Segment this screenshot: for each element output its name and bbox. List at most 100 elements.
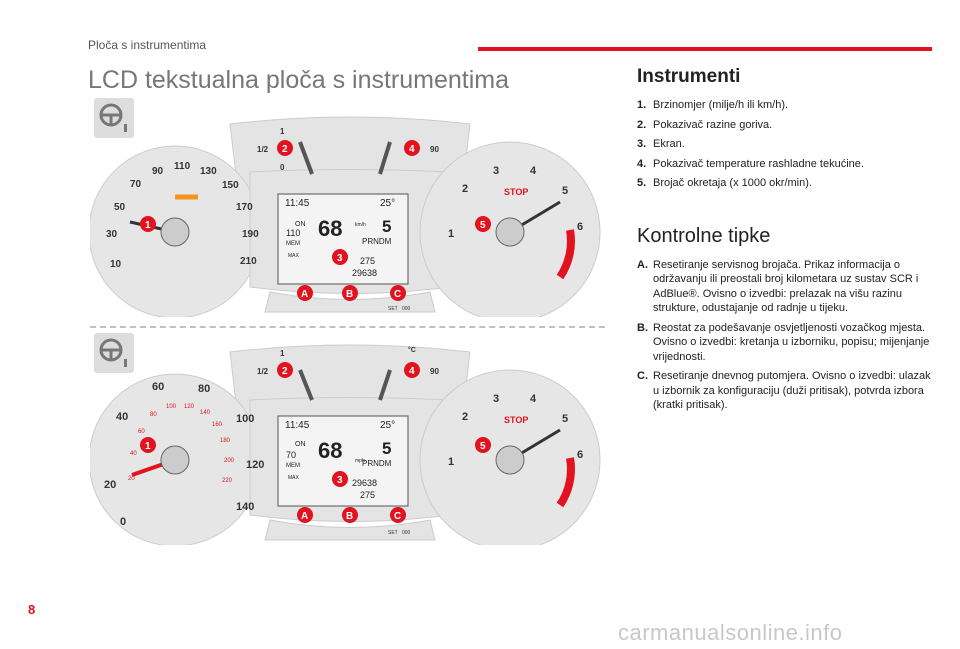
lcd-max: MAX — [288, 253, 300, 259]
section-header: Ploča s instrumentima — [88, 38, 207, 52]
speed-tick: 50 — [114, 202, 126, 213]
item-text: Resetiranje servisnog brojača. Prikaz in… — [653, 258, 919, 315]
list-item: B. Reostat za podešavanje osvjetljenosti … — [637, 321, 937, 365]
bar-label: 000 — [402, 530, 411, 536]
lcd-speed: 68 — [318, 216, 342, 241]
item-number: 3. — [637, 138, 647, 150]
right-column: Instrumenti 1. Brzinomjer (milje/h ili km… — [637, 66, 937, 418]
speed-tick: 140 — [236, 501, 254, 513]
callout-4: 4 — [409, 366, 415, 377]
rpm-tick: 2 — [462, 183, 468, 195]
rpm-tick: 3 — [493, 165, 499, 177]
inner-tick: 160 — [212, 422, 223, 428]
callout-1: 1 — [145, 220, 151, 231]
button-c-callout: C — [394, 289, 401, 300]
temp-label: °C — [408, 346, 416, 354]
set-label: SET — [388, 530, 398, 536]
fuel-label: 1/2 — [257, 145, 269, 154]
item-text: Ekran. — [653, 138, 685, 150]
speed-tick: 70 — [130, 179, 142, 190]
lcd-speed-unit: mph — [355, 458, 365, 464]
inner-tick: 200 — [224, 458, 235, 464]
inner-tick: 40 — [130, 451, 137, 457]
list-item: 2. Pokazivač razine goriva. — [637, 118, 937, 133]
speed-tick: 150 — [222, 180, 239, 191]
lcd-mem: MEM — [286, 241, 300, 247]
inner-tick: 60 — [138, 429, 145, 435]
lcd-on: ON — [295, 441, 306, 448]
page-title: LCD tekstualna ploča s instrumentima — [88, 66, 510, 94]
fuel-label: 1 — [280, 349, 285, 358]
lcd-gear: 5 — [382, 217, 391, 236]
item-number: 1. — [637, 99, 647, 111]
button-a-callout: A — [301, 289, 308, 300]
lcd-time: 11:45 — [285, 198, 310, 209]
list-item: 3. Ekran. — [637, 137, 937, 152]
speed-tick: 120 — [246, 459, 264, 471]
list-item: 1. Brzinomjer (milje/h ili km/h). — [637, 98, 937, 113]
speed-tick: 0 — [120, 516, 126, 528]
callout-3: 3 — [337, 253, 343, 264]
item-number: A. — [637, 258, 648, 271]
stop-label: STOP — [504, 187, 528, 197]
speed-tick: 210 — [240, 256, 257, 267]
item-text: Pokazivač razine goriva. — [653, 118, 773, 131]
rpm-tick: 1 — [448, 456, 454, 468]
rpm-tick: 2 — [462, 411, 468, 423]
instrument-cluster-bottom: 0 20 40 60 80 100 120 140 20 40 60 80 10… — [90, 344, 601, 545]
item-number: B. — [637, 321, 648, 334]
speed-tick: 30 — [106, 229, 118, 240]
figure-divider — [90, 326, 605, 328]
fuel-label: 1 — [280, 127, 285, 136]
lcd-temp: 25° — [380, 198, 395, 209]
callout-1: 1 — [145, 441, 151, 452]
inner-tick: 100 — [166, 404, 177, 410]
rpm-tick: 5 — [562, 185, 568, 197]
speed-tick: 40 — [116, 411, 128, 423]
item-text: Brzinomjer (milje/h ili km/h). — [653, 99, 789, 111]
speed-tick: 10 — [110, 259, 122, 270]
button-a-callout: A — [301, 511, 308, 522]
header-accent-bar — [478, 47, 932, 51]
speed-tick: 130 — [200, 166, 217, 177]
item-number: 4. — [637, 157, 647, 170]
list-item: 5.Brojač okretaja (x 1000 okr/min). — [637, 176, 937, 191]
steering-icon-bottom — [94, 333, 134, 373]
lcd-gears: PRNDM — [362, 237, 392, 246]
callout-5: 5 — [480, 220, 486, 231]
lcd-temp: 25° — [380, 420, 395, 431]
inner-tick: 180 — [220, 438, 231, 444]
steering-icon-top — [94, 98, 134, 138]
instruments-heading: Instrumenti — [637, 66, 741, 87]
lcd-gears: PRNDM — [362, 459, 392, 468]
inner-tick: 120 — [184, 404, 195, 410]
lcd-line2: 275 — [360, 490, 375, 500]
rpm-tick: 4 — [530, 165, 537, 177]
stop-label: STOP — [504, 415, 528, 425]
item-text: Reostat za podešavanje osvjetljenosti vo… — [653, 321, 930, 363]
fuel-label: 1/2 — [257, 367, 269, 376]
button-b-callout: B — [346, 511, 353, 522]
rpm-tick: 5 — [562, 413, 568, 425]
item-number: 5. — [637, 177, 647, 189]
item-text: Pokazivač temperature rashladne tekućine… — [653, 157, 864, 170]
item-number: C. — [637, 370, 648, 382]
item-number: 2. — [637, 118, 647, 131]
lcd-gear: 5 — [382, 439, 391, 458]
list-item: A. Resetiranje servisnog brojača. Prikaz … — [637, 258, 937, 316]
watermark: carmanualsonline.info — [618, 620, 843, 645]
lcd-mem: MEM — [286, 463, 300, 469]
button-b-callout: B — [346, 289, 353, 300]
lcd-line2: 29638 — [352, 268, 377, 278]
lcd-line1: 29638 — [352, 478, 377, 488]
page-number: 8 — [28, 602, 36, 617]
callout-3: 3 — [337, 475, 343, 486]
lcd-time: 11:45 — [285, 420, 310, 431]
speed-tick: 100 — [236, 413, 254, 425]
item-text: Resetiranje dnevnog putomjera. Ovisno o … — [653, 370, 931, 411]
speed-tick: 80 — [198, 383, 210, 395]
callout-2: 2 — [282, 366, 288, 377]
speed-tick: 170 — [236, 202, 253, 213]
instrument-cluster-top: 10 30 50 70 90 110 130 150 170 190 210 1… — [90, 116, 601, 317]
callout-4: 4 — [409, 144, 415, 155]
